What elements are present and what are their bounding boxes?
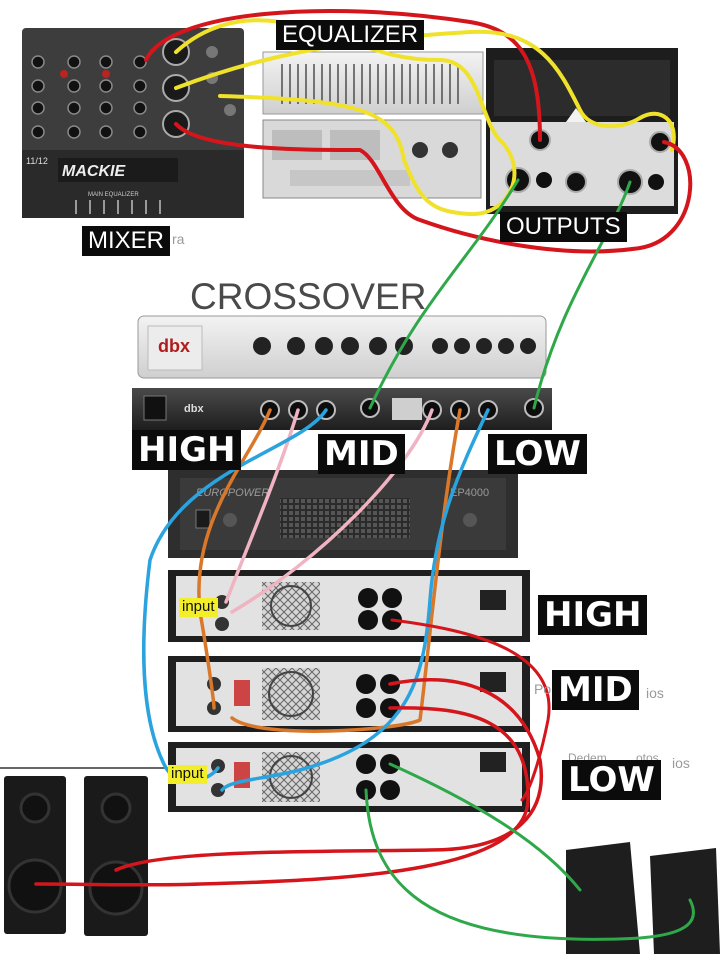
amp-mid-partial-right: ios [646, 686, 664, 700]
crossover-high-label: HIGH [132, 430, 241, 470]
outputs-label: OUTPUTS [500, 212, 627, 242]
mixer-device: MACKIE 11/12 MAIN EQUALIZER [22, 28, 244, 218]
speakers-left [0, 768, 170, 936]
mixer-brand: MACKIE [62, 163, 126, 180]
crossover-low-label: LOW [488, 434, 587, 474]
crossover-back-brand: dbx [184, 403, 204, 415]
mixer-partial-text: ra [172, 232, 184, 246]
crossover-brand: dbx [158, 336, 190, 356]
amp-low-partial-right: ios [672, 756, 690, 770]
equalizer-label: EQUALIZER [276, 20, 424, 50]
amp-mid-partial-left: Po [534, 682, 551, 696]
amplifier-back-high [168, 570, 530, 642]
equalizer-device [263, 52, 483, 198]
amp-mid-label: MID [552, 670, 639, 710]
crossover-mid-label: MID [318, 434, 405, 474]
crossover-front-device: dbx [138, 316, 546, 378]
mixer-section-label: MAIN EQUALIZER [88, 192, 139, 198]
amp-low-label: LOW [562, 760, 661, 800]
amplifier-back-mid [168, 656, 530, 732]
input-tag-high-amp: input [179, 598, 218, 617]
power-amplifier-front: EUROPOWER EP4000 [168, 470, 518, 558]
power-amp-model: EP4000 [450, 487, 489, 499]
output-panel-device [486, 48, 678, 214]
mixer-label: MIXER [82, 226, 170, 256]
crossover-label: CROSSOVER [190, 278, 426, 315]
mixer-channel-label: 11/12 [26, 156, 48, 166]
input-tag-low-amp: input [168, 765, 207, 784]
amp-high-label: HIGH [538, 595, 647, 635]
